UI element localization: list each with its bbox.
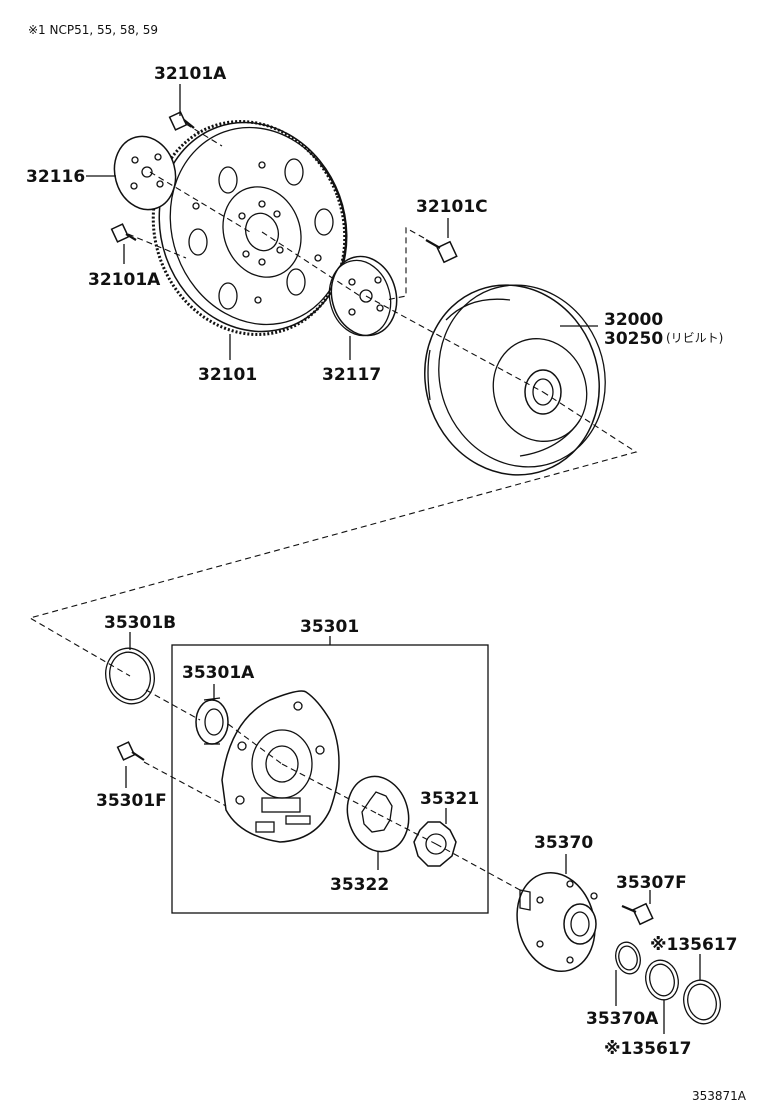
label-35301a[interactable]: 35301A [182,663,255,683]
label-32117[interactable]: 32117 [322,365,381,385]
label-35370[interactable]: 35370 [534,833,593,853]
drive-plate[interactable] [124,94,376,361]
bolt-icon-35301f[interactable] [116,741,145,761]
label-135617-a[interactable]: ※135617 [650,935,738,955]
o-ring-35301b[interactable] [100,643,161,710]
diagram-id: 353871A [692,1089,747,1103]
label-32101c[interactable]: 32101C [416,197,488,217]
label-35301[interactable]: 35301 [300,617,359,637]
rear-spacer-plate[interactable] [321,249,405,343]
label-32000[interactable]: 32000 [604,310,663,330]
seal-ring-135617-a[interactable] [641,957,682,1004]
label-30250[interactable]: 30250 [604,329,663,349]
label-35301f[interactable]: 35301F [96,791,167,811]
pump-body[interactable] [221,690,340,843]
bolt-icon-32101a-top[interactable] [168,111,195,131]
stator-shaft-35370[interactable] [506,864,605,980]
label-32101[interactable]: 32101 [198,365,257,385]
label-35307f[interactable]: 35307F [616,873,687,893]
label-30250-note: (リビルト) [666,331,723,345]
label-32101a-top[interactable]: 32101A [154,64,227,84]
label-35301b[interactable]: 35301B [104,613,176,633]
torque-converter[interactable] [398,260,630,499]
header-note: ※1 NCP51, 55, 58, 59 [28,23,158,37]
bolt-icon-32101a-bottom[interactable] [110,223,137,243]
seal-ring-35370a[interactable] [612,939,643,976]
label-32101a-bottom[interactable]: 32101A [88,270,161,290]
label-35370a[interactable]: 35370A [586,1009,659,1029]
label-35322[interactable]: 35322 [330,875,389,895]
label-35321[interactable]: 35321 [420,789,479,809]
bolt-icon-32101c[interactable] [425,239,458,264]
label-135617-b[interactable]: ※135617 [604,1039,692,1059]
front-spacer-plate[interactable] [106,129,183,216]
oil-seal-35301a[interactable] [195,697,229,745]
label-32116[interactable]: 32116 [26,167,85,187]
bolt-icon-35307f[interactable] [621,902,654,926]
seal-ring-135617-b[interactable] [679,976,725,1028]
